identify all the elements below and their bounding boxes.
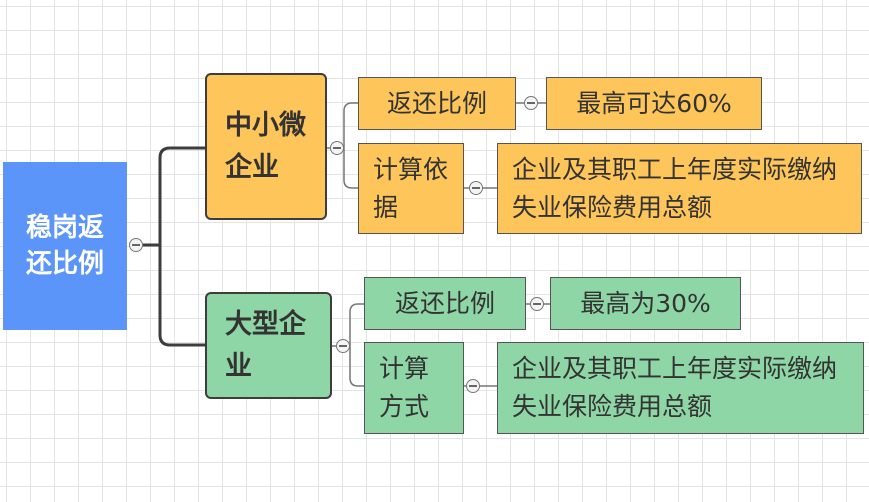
node-label: 最高为30% <box>580 288 711 318</box>
node-label: 计算方式 <box>379 354 430 421</box>
node-label: 企业及其职工上年度实际缴纳失业保险费用总额 <box>512 154 838 222</box>
sme-ratio-node[interactable]: 返还比例 <box>358 77 516 130</box>
collapse-toggle-icon[interactable] <box>530 297 544 311</box>
large-ratio-node[interactable]: 返还比例 <box>364 277 526 330</box>
sme-basis-value[interactable]: 企业及其职工上年度实际缴纳失业保险费用总额 <box>497 143 862 234</box>
node-label: 企业及其职工上年度实际缴纳失业保险费用总额 <box>512 354 838 421</box>
branch-large[interactable]: 大型企业 <box>205 292 332 399</box>
branch-sme[interactable]: 中小微企业 <box>205 73 327 220</box>
root-label: 稳岗返还比例 <box>25 213 104 279</box>
collapse-toggle-icon[interactable] <box>330 141 344 155</box>
node-label: 最高可达60% <box>576 88 732 118</box>
branch-label: 大型企业 <box>225 308 306 382</box>
root-node[interactable]: 稳岗返还比例 <box>3 162 127 330</box>
sme-basis-node[interactable]: 计算依据 <box>358 143 464 234</box>
sme-ratio-value[interactable]: 最高可达60% <box>546 77 762 130</box>
branch-label: 中小微企业 <box>225 109 306 183</box>
node-label: 返还比例 <box>386 88 487 118</box>
collapse-toggle-icon[interactable] <box>469 181 483 195</box>
collapse-toggle-icon[interactable] <box>466 379 480 393</box>
node-label: 计算依据 <box>373 154 449 222</box>
node-label: 返还比例 <box>394 288 495 318</box>
large-ratio-value[interactable]: 最高为30% <box>550 277 741 330</box>
large-method-value[interactable]: 企业及其职工上年度实际缴纳失业保险费用总额 <box>497 342 864 434</box>
collapse-toggle-icon[interactable] <box>336 339 350 353</box>
collapse-toggle-icon[interactable] <box>129 238 143 252</box>
large-method-node[interactable]: 计算方式 <box>364 342 464 434</box>
collapse-toggle-icon[interactable] <box>524 96 538 110</box>
